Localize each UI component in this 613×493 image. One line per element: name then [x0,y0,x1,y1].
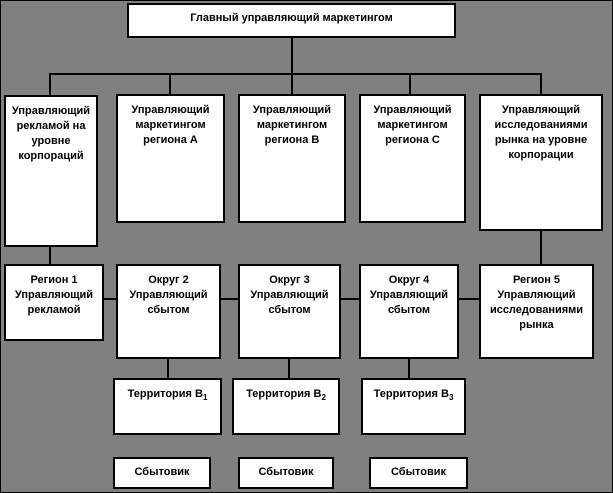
org-box-role: Управляющий сбытом [129,289,208,316]
org-box-salesman-2: Сбытовик [238,457,334,489]
org-box-marketing-manager-region-a: Управляющий маркетингом региона А [116,94,225,223]
org-box-label: Управляющий рекламой на уровне корпораци… [11,105,91,162]
territory-subscript: 2 [321,393,326,403]
org-box-territory-b1: Территория В1 [113,378,222,435]
org-box-district-4-sales: Округ 4 Управляющий сбытом [359,264,459,359]
connector-district2-territory-b1 [167,359,169,378]
org-box-label: Сбытовик [134,466,190,478]
org-box-territory-b3: Территория В3 [361,378,466,435]
org-box-role: Управляющий исследованиями рынка [489,289,584,331]
org-box-label: Управляющий маркетингом региона А [131,104,210,146]
org-box-label: Сбытовик [391,466,446,478]
org-box-title: Округ 2 [148,274,189,286]
org-box-role: Управляющий рекламой [14,289,94,316]
org-box-territory-b2: Территория В2 [232,378,340,435]
connector-drop-to-advertising-manager [49,74,51,95]
org-box-label: Управляющий исследованиями рынка на уров… [494,104,588,161]
org-box-region-5-market-research: Регион 5 Управляющий исследованиями рынк… [479,264,594,359]
connector-district4-region5 [459,298,479,300]
org-box-label: Управляющий маркетингом региона В [252,104,332,146]
connector-research-to-region5 [540,231,542,264]
org-box-label: Территория В [127,388,203,400]
org-box-salesman-1: Сбытовик [113,457,211,489]
connector-district3-territory-b2 [288,359,290,378]
org-box-role: Управляющий сбытом [250,289,329,316]
connector-region1-district2 [104,298,116,300]
connector-district3-district4 [341,298,359,300]
connector-drop-to-region-c [409,74,411,94]
org-box-label: Главный управляющий маркетингом [190,12,393,24]
connector-advertising-to-region1 [49,247,51,264]
org-box-corporate-market-research-manager: Управляющий исследованиями рынка на уров… [479,94,603,231]
connector-main-horizontal [49,73,542,75]
org-box-corporate-advertising-manager: Управляющий рекламой на уровне корпораци… [4,95,98,247]
connector-root-vertical [291,38,293,94]
territory-subscript: 3 [448,393,454,403]
org-box-district-2-sales: Округ 2 Управляющий сбытом [116,264,221,359]
connector-district2-district3 [221,298,238,300]
org-box-title: Округ 4 [388,274,430,286]
org-box-label: Сбытовик [258,466,314,478]
org-box-marketing-manager-region-c: Управляющий маркетингом региона С [359,94,466,223]
connector-drop-to-market-research [540,74,542,94]
territory-subscript: 1 [202,393,208,403]
org-box-chief-marketing-manager: Главный управляющий маркетингом [127,3,456,38]
org-box-title: Округ 3 [269,274,310,286]
connector-district4-territory-b3 [408,359,410,378]
org-box-label: Управляющий маркетингом региона С [373,104,452,146]
org-box-role: Управляющий сбытом [369,289,449,316]
org-box-region-1-advertising: Регион 1 Управляющий рекламой [4,264,104,341]
org-box-title: Регион 5 [512,274,561,286]
org-box-marketing-manager-region-b: Управляющий маркетингом региона В [238,94,346,223]
org-box-salesman-3: Сбытовик [369,457,468,489]
org-box-title: Регион 1 [30,274,78,286]
connector-drop-to-region-a [169,74,171,94]
org-box-label: Территория В [246,388,322,400]
org-box-district-3-sales: Округ 3 Управляющий сбытом [238,264,341,359]
org-box-label: Территория В [373,388,449,400]
